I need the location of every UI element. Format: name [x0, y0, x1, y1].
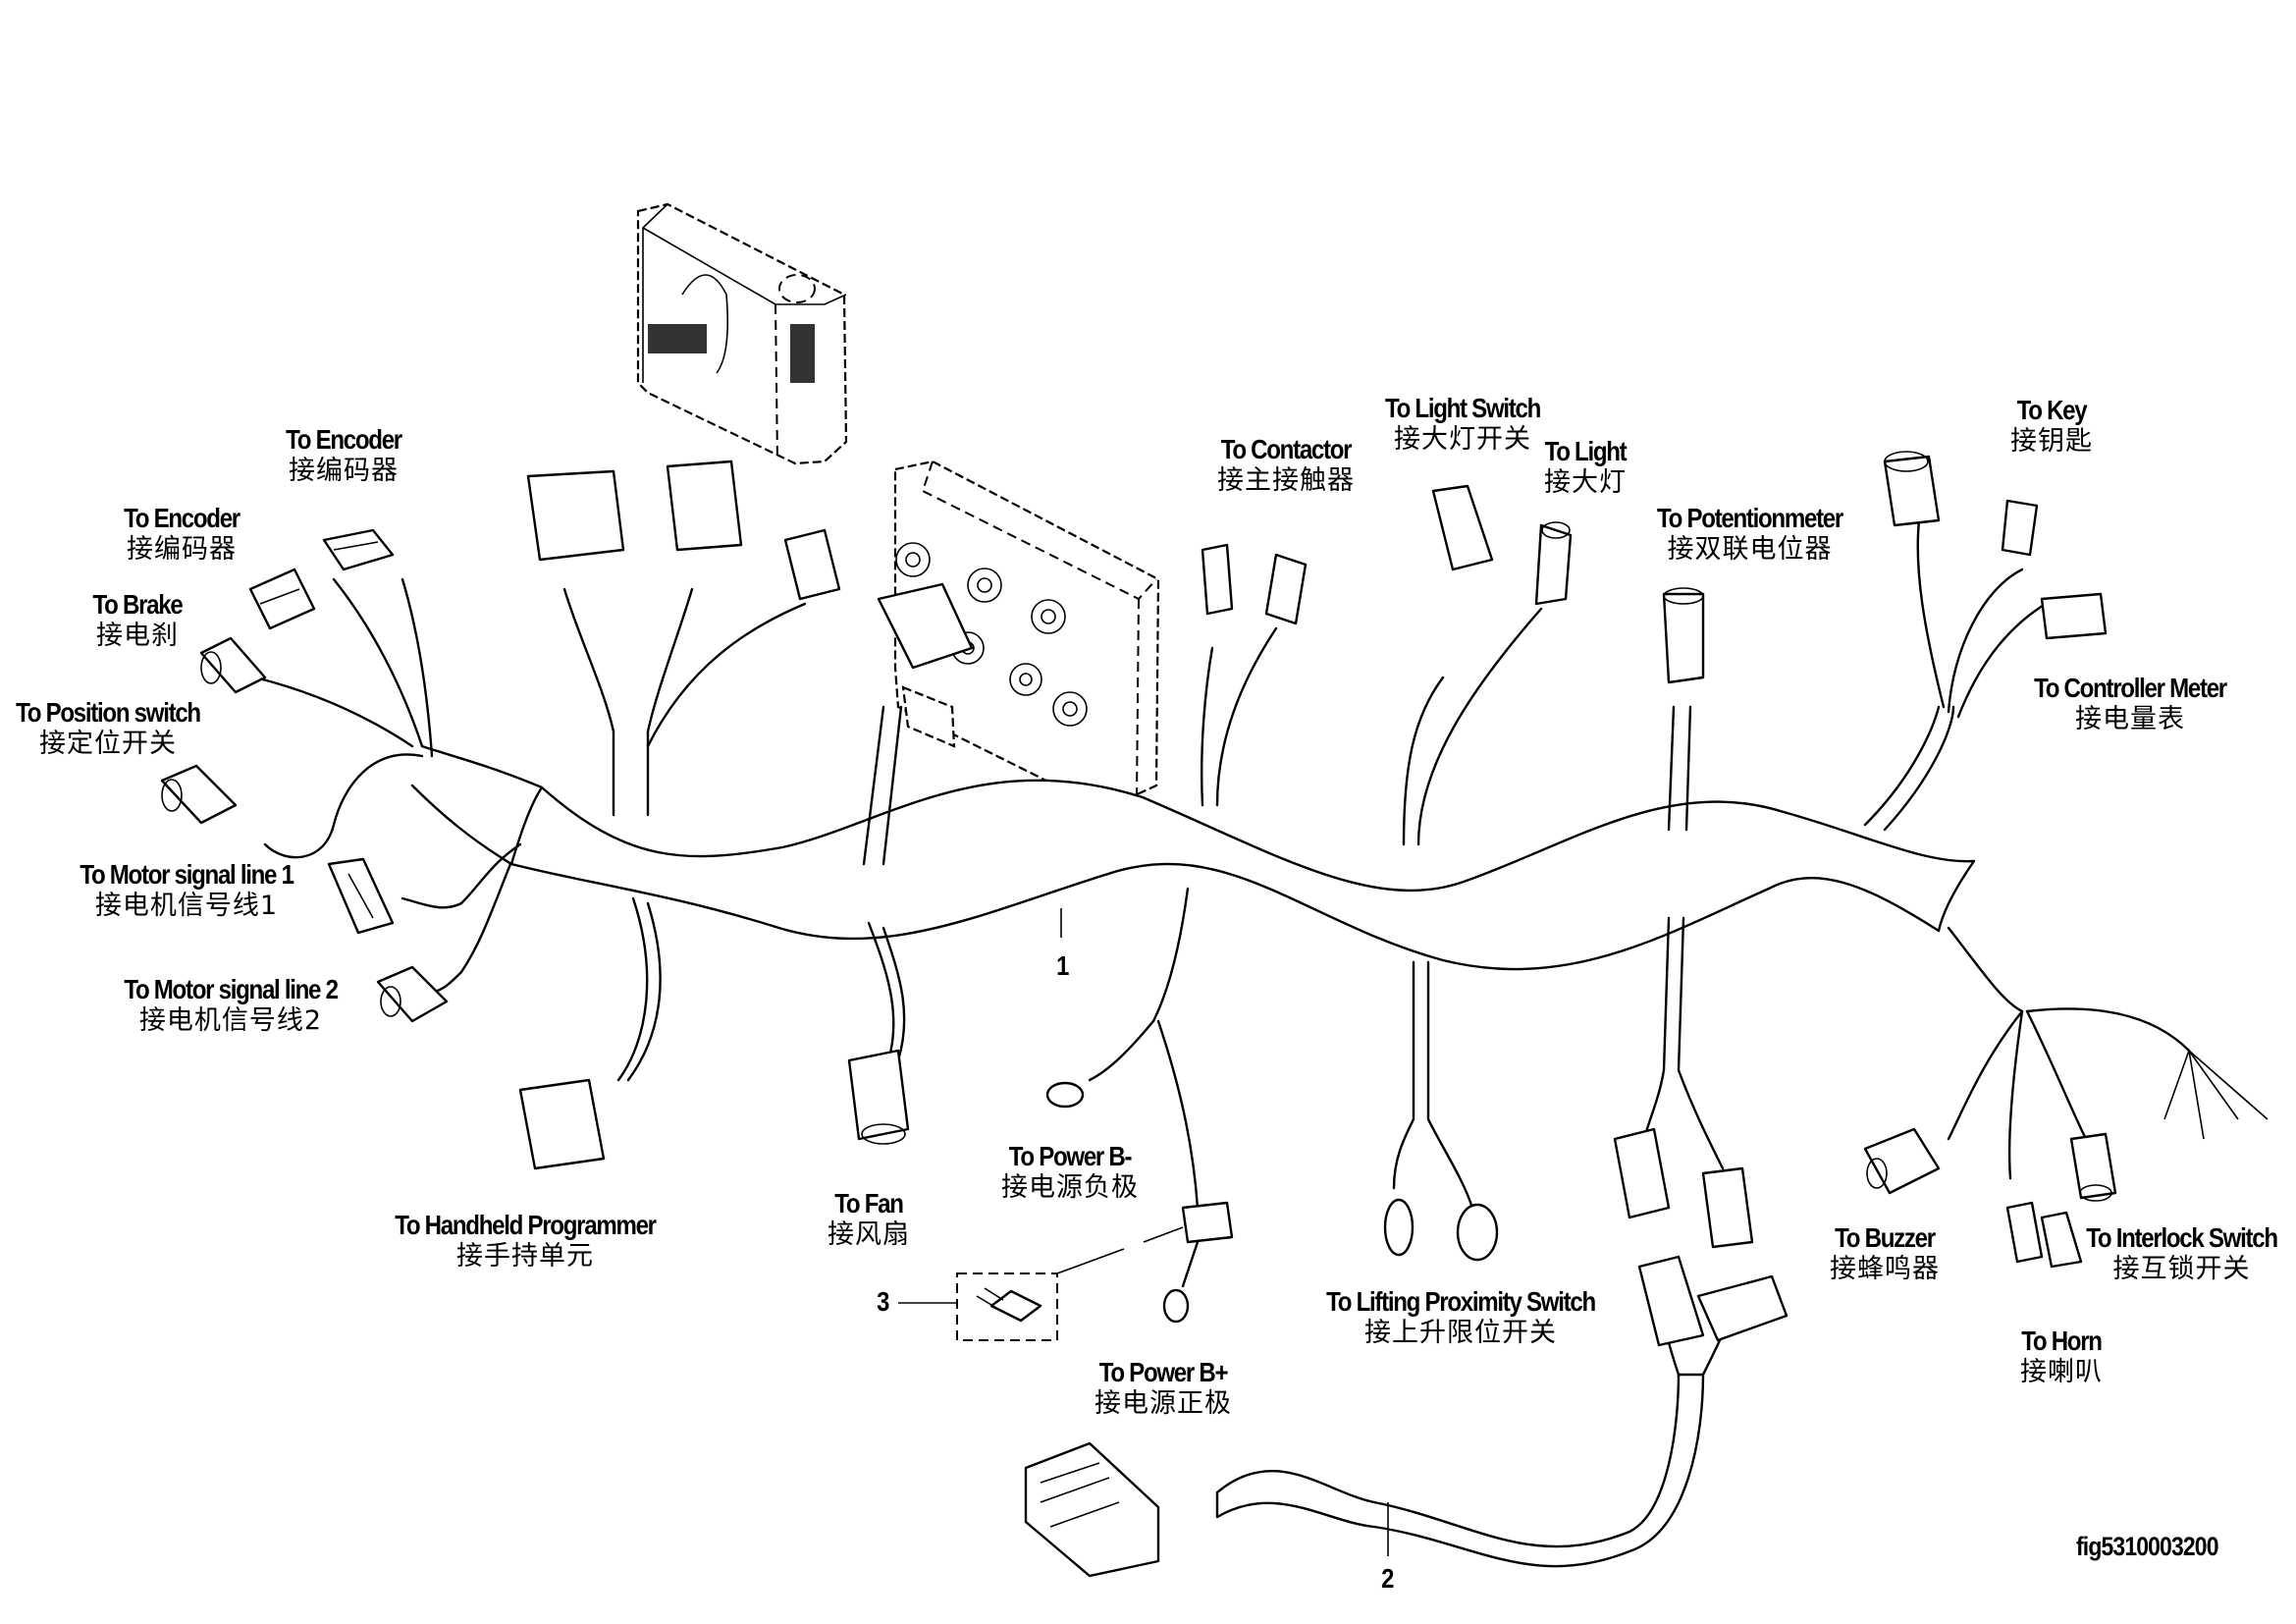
controller-branches: [526, 460, 974, 866]
label-brake: To Brake 接电刹: [92, 589, 184, 652]
potentiometer-branch: [1662, 587, 1705, 832]
label-light-switch: To Light Switch 接大灯开关: [1384, 393, 1541, 456]
power-branch: [1045, 887, 1234, 1324]
label-horn: To Horn 接喇叭: [2020, 1326, 2103, 1388]
right-lower-branches: [1863, 926, 2269, 1269]
lower-left-branches: [518, 896, 910, 1170]
label-power-b-minus: To Power B- 接电源负极: [1001, 1141, 1139, 1204]
key-meter-branch: [1863, 451, 2108, 832]
contactor-branch: [1201, 543, 1308, 807]
motor-controller-module: [893, 460, 1160, 802]
label-interlock-switch: To Interlock Switch 接互锁开关: [2086, 1222, 2278, 1285]
label-power-b-plus: To Power B+ 接电源正极: [1095, 1357, 1232, 1420]
lifting-switch-branch: [1383, 960, 1499, 1262]
brake-connector: [199, 636, 267, 694]
label-contactor: To Contactor 接主接触器: [1217, 434, 1355, 497]
motor-signal-1-connector: [327, 857, 395, 935]
label-buzzer: To Buzzer 接蜂鸣器: [1830, 1222, 1940, 1285]
callout-2: 2: [1381, 1563, 1395, 1594]
display-controller-module: [636, 202, 848, 465]
encoder-connector-lower: [248, 568, 316, 630]
label-potentiometer: To Potentionmeter 接双联电位器: [1656, 503, 1843, 566]
sub-harness-2: [1024, 1255, 1789, 1578]
label-motor-signal-2: To Motor signal line 2 接电机信号线2: [124, 974, 339, 1037]
label-light: To Light 接大灯: [1544, 436, 1628, 499]
lower-mid-branch: [1613, 916, 1754, 1249]
callout-1: 1: [1056, 950, 1070, 981]
label-controller-meter: To Controller Meter 接电量表: [2034, 673, 2227, 735]
position-switch-connector: [160, 764, 238, 825]
figure-id: fig5310003200: [2076, 1532, 2218, 1561]
label-encoder-upper: To Encoder 接编码器: [286, 424, 402, 487]
fuse-detail: [898, 1226, 1184, 1341]
label-key: To Key 接钥匙: [2010, 395, 2093, 458]
left-branches: [253, 577, 522, 994]
encoder-connector-upper: [322, 528, 395, 571]
label-handheld-programmer: To Handheld Programmer 接手持单元: [395, 1210, 657, 1272]
label-position-switch: To Position switch 接定位开关: [16, 697, 201, 760]
motor-signal-2-connector: [376, 965, 449, 1023]
light-branch: [1402, 484, 1573, 846]
main-harness-trunk: [410, 744, 1976, 971]
label-motor-signal-1: To Motor signal line 1 接电机信号线1: [80, 859, 294, 922]
label-encoder-lower: To Encoder 接编码器: [124, 503, 240, 566]
callout-3: 3: [877, 1286, 890, 1317]
label-lifting-proximity-switch: To Lifting Proximity Switch 接上升限位开关: [1326, 1286, 1596, 1349]
label-fan: To Fan 接风扇: [828, 1188, 910, 1251]
